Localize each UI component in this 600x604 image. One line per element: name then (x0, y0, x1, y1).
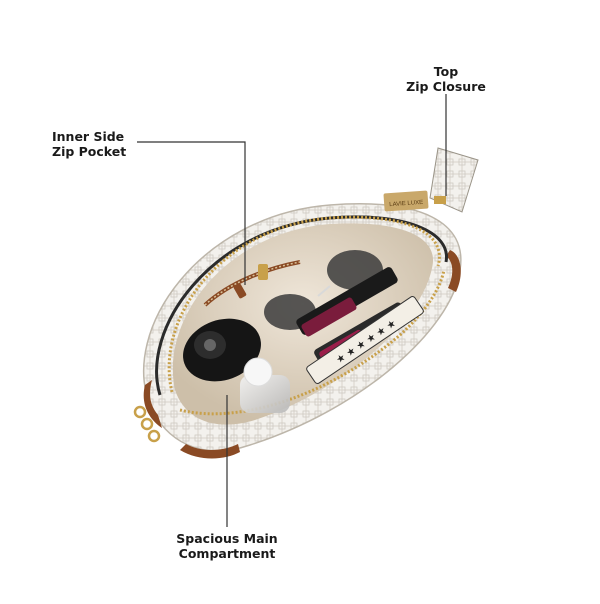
svg-text:LAVIE LUXE: LAVIE LUXE (389, 200, 423, 208)
callout-spacious-main-compartment-line2: Compartment (178, 546, 276, 561)
leader-inner-side-zip-pocket (137, 141, 246, 285)
chain-strap-end (133, 405, 161, 443)
compact-case (183, 318, 261, 382)
callout-top-zip-closure-line1: Top (433, 64, 459, 79)
callout-spacious-main-compartment-line1: Spacious Main (176, 531, 278, 546)
leather-trim-left (143, 380, 162, 428)
callout-inner-side-zip-pocket: Inner Side Zip Pocket (52, 129, 134, 159)
callout-top-zip-closure: Top Zip Closure (404, 64, 488, 94)
callout-top-zip-closure-line2: Zip Closure (406, 79, 486, 94)
callout-leader-lines (137, 94, 447, 527)
brand-tag: LAVIE LUXE (383, 190, 429, 212)
callout-spacious-main-compartment: Spacious Main Compartment (172, 531, 282, 561)
callout-inner-side-zip-pocket-line1: Inner Side (52, 129, 125, 144)
callout-inner-side-zip-pocket-line2: Zip Pocket (52, 144, 127, 159)
zipper-track-lower (179, 269, 446, 416)
zip-pull-tab (429, 147, 479, 213)
inner-side-zip-pocket (203, 260, 301, 307)
perfume-bottle (240, 357, 290, 413)
bag-edge-band (155, 215, 448, 396)
leather-trim-right (446, 250, 461, 292)
leather-trim-bottom (180, 444, 240, 459)
